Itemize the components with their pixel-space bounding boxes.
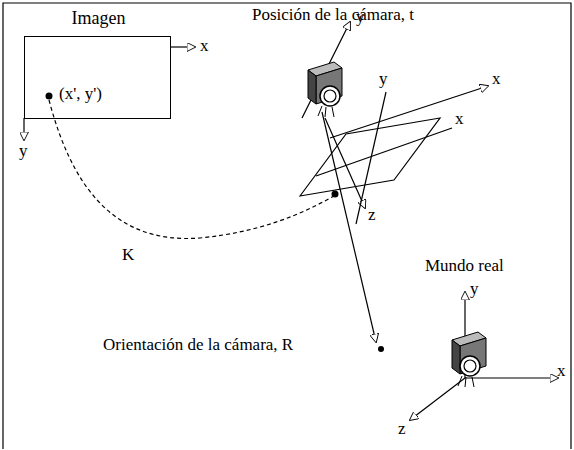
axis-arrow [302, 22, 350, 118]
image-frame: Imagen(x', y') [24, 36, 171, 119]
axis-arrow [465, 377, 558, 378]
world-title: Mundo real [425, 257, 504, 276]
axis-label: z [368, 206, 376, 225]
axis-label: x [492, 70, 501, 89]
axis-label: x [200, 37, 209, 56]
rotation-label: Orientación de la cámara, R [103, 336, 293, 355]
image-point [46, 93, 53, 100]
projection-curve [49, 100, 334, 239]
axis-label: y [19, 142, 28, 161]
camera-icon [452, 332, 486, 387]
axis-label: x [557, 362, 566, 381]
axis-arrow [170, 46, 195, 47]
plane-x-axis [316, 128, 452, 176]
world-point [378, 346, 384, 352]
plane-point [332, 191, 339, 198]
camera-icon [308, 62, 342, 117]
axis-label: y [356, 8, 365, 27]
image-title: Imagen [72, 9, 126, 29]
point-label: (x', y') [59, 85, 102, 104]
plane-y-axis [356, 92, 386, 224]
axis-label: z [398, 420, 406, 439]
axis-arrow [23, 118, 24, 140]
ray-arrow [322, 112, 376, 342]
axis-label: y [470, 280, 479, 299]
camera-title: Posición de la cámara, t [252, 6, 414, 25]
axis-label: x [455, 110, 464, 129]
frame [3, 3, 571, 449]
axis-arrow [410, 378, 465, 420]
axis-arrow [330, 86, 488, 138]
matrix-label: K [122, 246, 134, 265]
axis-label: y [379, 70, 388, 89]
